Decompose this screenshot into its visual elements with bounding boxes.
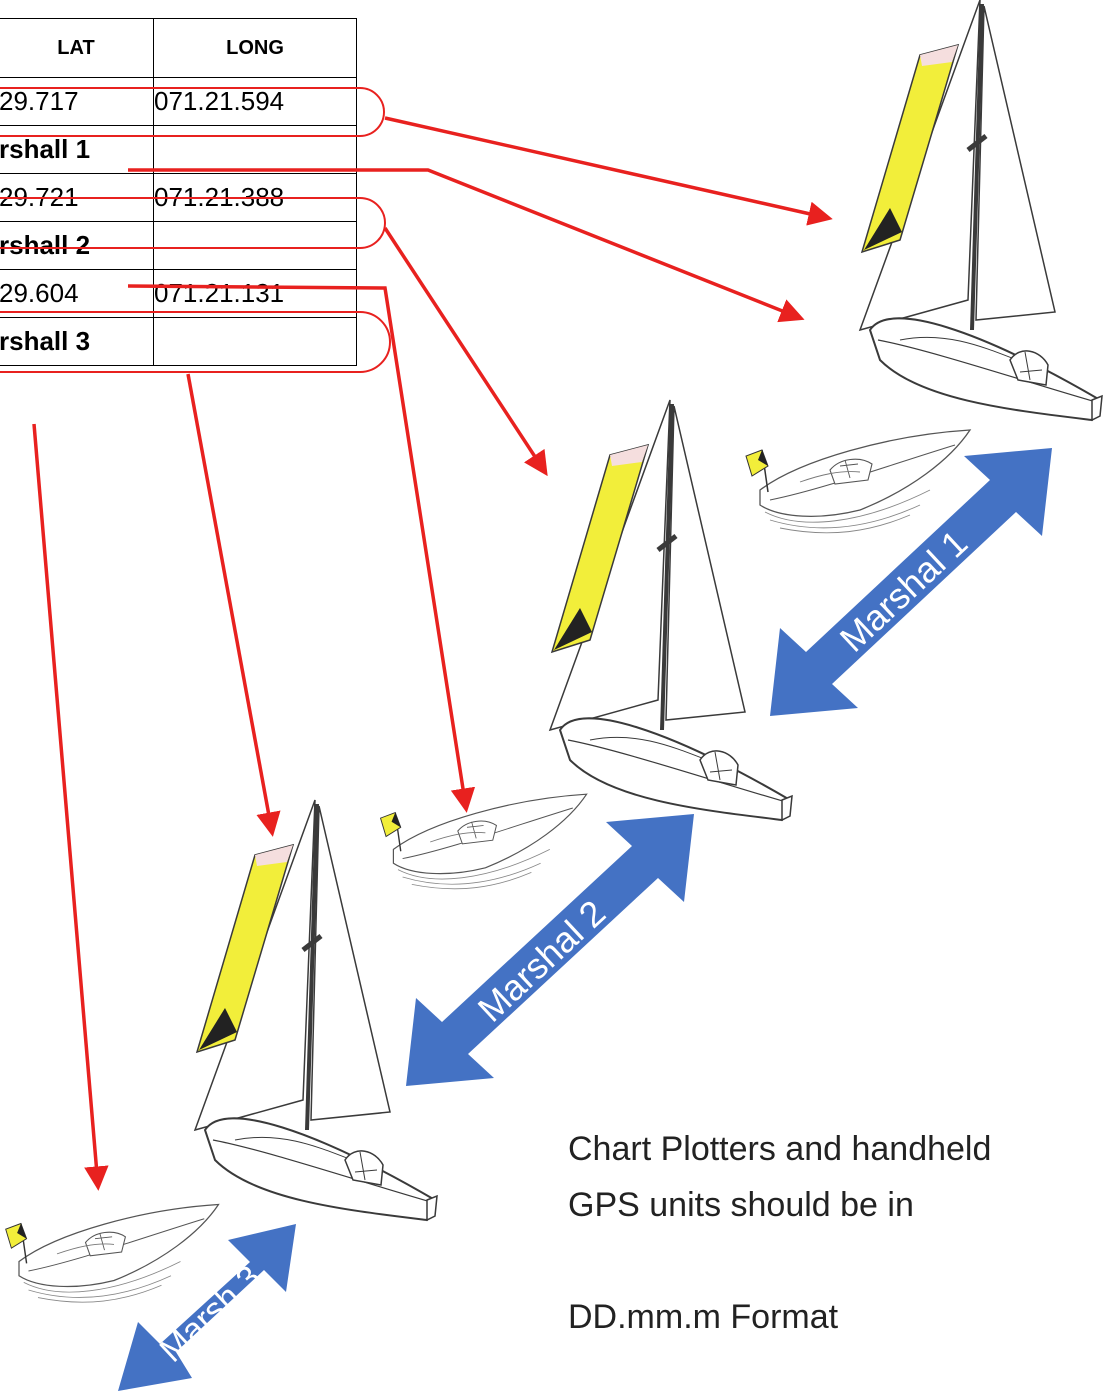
note-line-2: GPS units should be in bbox=[568, 1186, 914, 1224]
long-cell bbox=[153, 125, 357, 174]
note-line-3: DD.mm.m Format bbox=[568, 1298, 839, 1336]
highlight-row-5 bbox=[0, 311, 391, 373]
marshal-boat-2 bbox=[379, 793, 588, 890]
pointer-arrows bbox=[32, 116, 833, 1191]
marshal-label-cell: rshall 3 bbox=[0, 317, 154, 366]
long-cell: 071.21.594 bbox=[153, 77, 357, 126]
marshal-boat-1 bbox=[745, 429, 971, 534]
double-arrow-2 bbox=[406, 814, 694, 1086]
marshal-label-cell: rshall 2 bbox=[0, 221, 154, 270]
highlight-row-3 bbox=[0, 197, 386, 249]
table-header-row: LAT LONG bbox=[0, 18, 357, 78]
long-cell bbox=[153, 317, 357, 366]
table-row: rshall 1 bbox=[0, 125, 357, 174]
arrow-row5-to-sailboat-3 bbox=[186, 373, 281, 837]
double-arrow-3 bbox=[118, 1224, 296, 1391]
arrow-row3-to-sailboat-2 bbox=[383, 227, 548, 477]
marshal-label-cell: rshall 1 bbox=[0, 125, 154, 174]
arrow-marshal1-to-boat-1 bbox=[128, 168, 805, 323]
double-arrow-1 bbox=[770, 448, 1052, 716]
highlight-row-1 bbox=[0, 87, 385, 137]
table-row: 29.604 071.21.131 bbox=[0, 269, 357, 318]
arrow-marshal3-to-boat-3 bbox=[32, 423, 109, 1191]
arrow-marshal2-to-boat-2 bbox=[127, 284, 476, 813]
sailboat-start-1 bbox=[860, 0, 1102, 420]
coordinate-highlights bbox=[0, 87, 391, 373]
table-row: rshall 3 bbox=[0, 317, 357, 366]
note-line-1: Chart Plotters and handheld bbox=[568, 1130, 992, 1168]
marshal-label-2: Marshal 2 bbox=[470, 892, 614, 1030]
header-long: LONG bbox=[153, 18, 357, 78]
header-lat: LAT bbox=[0, 18, 154, 78]
long-cell: 071.21.131 bbox=[153, 269, 357, 318]
marshal-label-1: Marshal 1 bbox=[832, 522, 976, 660]
marshal-label-3: Marsh 3 bbox=[153, 1258, 269, 1370]
marshal-boat-3 bbox=[4, 1203, 220, 1303]
lat-cell: 29.604 bbox=[0, 269, 154, 318]
arrow-row1-to-sailboat-1 bbox=[384, 116, 833, 226]
table-row: rshall 2 bbox=[0, 221, 357, 270]
